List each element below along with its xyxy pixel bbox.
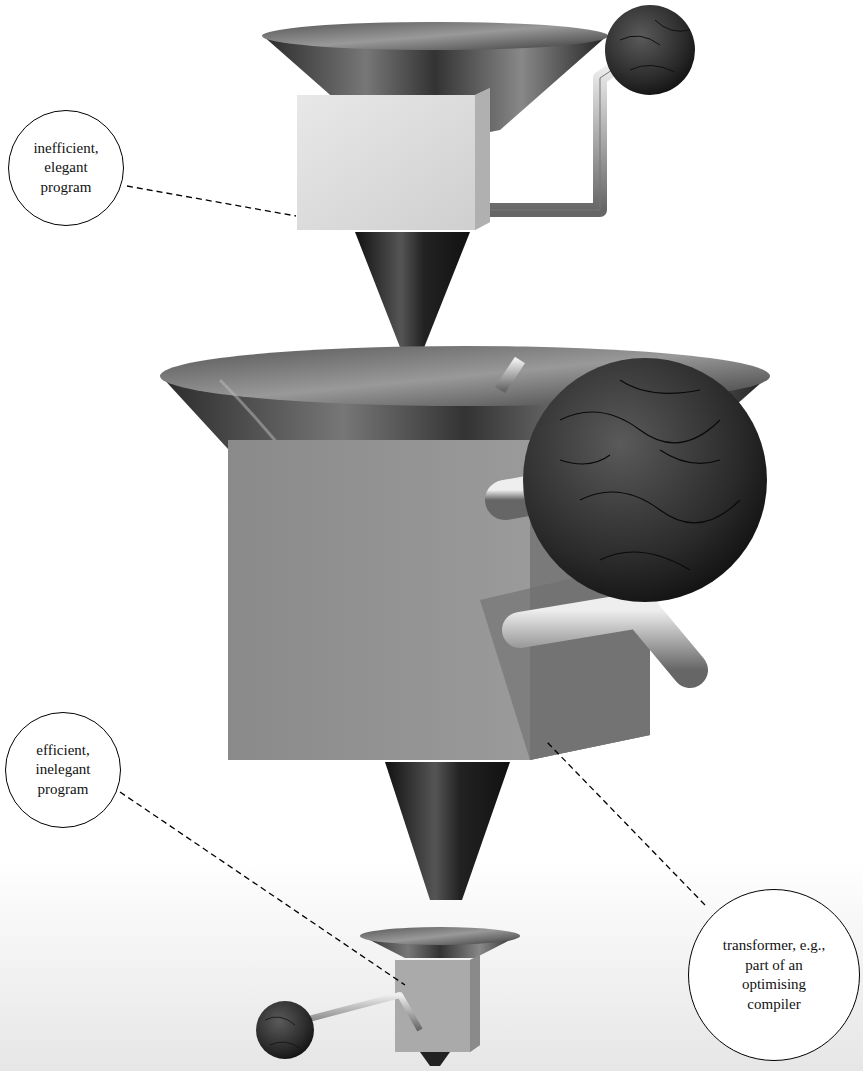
callout-label: efficient, inelegant program xyxy=(21,741,105,800)
callout-text-group: transformer, e.g., part of an optimising… xyxy=(714,936,834,1014)
callout-text-group: efficient, inelegant program xyxy=(21,741,105,800)
callout-label: transformer, e.g., part of an optimising… xyxy=(714,936,834,1014)
callout-text-group: inefficient, elegant program xyxy=(24,139,108,198)
callout-circle: inefficient, elegant program xyxy=(8,110,124,226)
leader-line xyxy=(545,740,705,905)
callout-label: inefficient, elegant program xyxy=(24,139,108,198)
leader-line xyxy=(127,186,296,216)
callout-circle: efficient, inelegant program xyxy=(5,712,121,828)
callout-circle: transformer, e.g., part of an optimising… xyxy=(688,889,860,1061)
leader-line xyxy=(120,792,405,985)
